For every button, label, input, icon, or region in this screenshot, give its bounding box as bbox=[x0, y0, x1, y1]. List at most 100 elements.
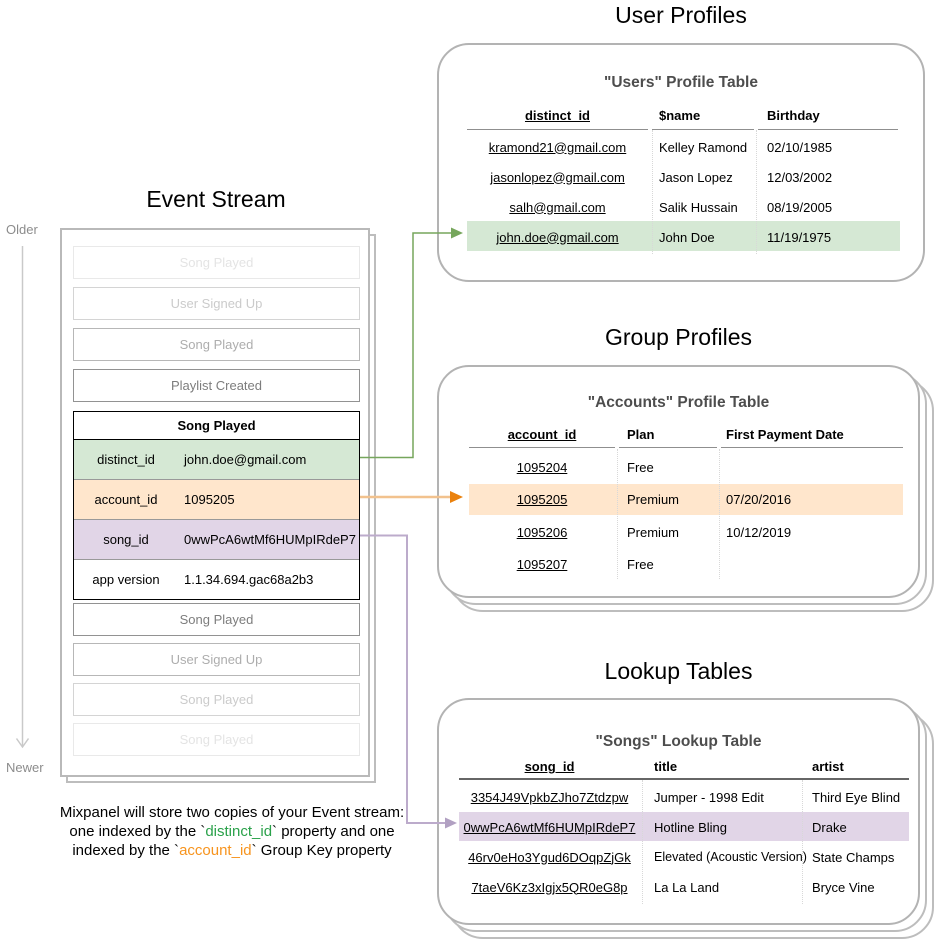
focused-event-name: Song Played bbox=[74, 412, 359, 440]
cell-account-id: 1095207 bbox=[516, 557, 568, 572]
cell-distinct-id: salh@gmail.com bbox=[509, 199, 606, 215]
caption-line3-post: ` Group Key property bbox=[251, 842, 392, 859]
event-box-label: User Signed Up bbox=[170, 296, 263, 311]
column-header: artist bbox=[812, 759, 844, 774]
property-key: distinct_id bbox=[97, 452, 155, 467]
event-property-row: song_id 0wwPcA6wtMf6HUMpIRdeP7 bbox=[74, 520, 359, 560]
cell-name: Jason Lopez bbox=[659, 169, 733, 185]
songs-highlighted-row-bg bbox=[459, 812, 909, 841]
cell-song-id: 7taeV6Kz3xIgjx5QR0eG8p bbox=[471, 879, 628, 895]
cell-plan: Premium bbox=[627, 525, 680, 540]
cell-distinct-id: kramond21@gmail.com bbox=[488, 139, 627, 155]
column-divider bbox=[617, 449, 618, 579]
event-box: User Signed Up bbox=[73, 643, 360, 676]
cell-artist: State Champs bbox=[812, 849, 895, 865]
cell-song-id: 3354J49VpkbZJho7Ztdzpw bbox=[470, 789, 629, 805]
cell-distinct-id: john.doe@gmail.com bbox=[496, 229, 619, 245]
column-header: account_id bbox=[469, 427, 615, 448]
cell-payment-date: 07/20/2016 bbox=[726, 492, 792, 507]
event-box: Song Played bbox=[73, 723, 360, 756]
event-box-label: Song Played bbox=[179, 337, 254, 352]
cell-birthday: 08/19/2005 bbox=[767, 199, 833, 215]
cell-song-id: 46rv0eHo3Ygud6DOqpZjGk bbox=[468, 849, 631, 865]
accounts-table-title: "Accounts" Profile Table bbox=[587, 394, 770, 411]
users-table-header: distinct_id $name Birthday bbox=[467, 108, 898, 130]
cell-payment-date: 10/12/2019 bbox=[726, 525, 792, 540]
event-box: Song Played bbox=[73, 246, 360, 279]
property-key: account_id bbox=[94, 492, 158, 507]
event-property-row: app version 1.1.34.694.gac68a2b3 bbox=[74, 560, 359, 599]
cell-plan: Free bbox=[627, 460, 654, 475]
lookup-tables-title: Lookup Tables bbox=[604, 658, 753, 684]
event-property-row: distinct_id john.doe@gmail.com bbox=[74, 440, 359, 480]
timeline-arrowhead-icon bbox=[15, 738, 30, 749]
cell-name: Kelley Ramond bbox=[659, 139, 748, 155]
column-divider bbox=[652, 130, 653, 254]
table-row: 1095204 Free bbox=[469, 452, 903, 483]
newer-label: Newer bbox=[6, 760, 44, 775]
column-divider bbox=[756, 130, 757, 254]
caption-line2-pre: one indexed by the ` bbox=[69, 823, 206, 840]
cell-title: La La Land bbox=[654, 879, 720, 895]
focused-event-card: Song Played distinct_id john.doe@gmail.c… bbox=[73, 411, 360, 600]
songs-header-rule bbox=[459, 778, 909, 780]
cell-title: Jumper - 1998 Edit bbox=[654, 789, 764, 805]
property-key: song_id bbox=[103, 532, 149, 547]
users-highlighted-row-bg bbox=[467, 221, 900, 251]
cell-plan: Premium bbox=[627, 492, 680, 507]
caption-distinct-id-code: distinct_id bbox=[205, 823, 273, 840]
table-row: jasonlopez@gmail.com Jason Lopez 12/03/2… bbox=[467, 162, 898, 192]
caption-line2-post: ` property and one bbox=[272, 823, 395, 840]
cell-distinct-id: jasonlopez@gmail.com bbox=[490, 169, 625, 185]
cell-name: John Doe bbox=[659, 229, 715, 245]
older-label: Older bbox=[6, 222, 38, 237]
cell-account-id: 1095206 bbox=[516, 525, 568, 540]
event-box: User Signed Up bbox=[73, 287, 360, 320]
table-row-highlighted: 1095205 Premium 07/20/2016 bbox=[469, 484, 903, 515]
column-header: distinct_id bbox=[467, 108, 648, 130]
songs-table-header: song_id title artist bbox=[459, 759, 909, 777]
table-row: 3354J49VpkbZJho7Ztdzpw Jumper - 1998 Edi… bbox=[459, 782, 909, 812]
event-property-row: account_id 1095205 bbox=[74, 480, 359, 520]
cell-artist: Drake bbox=[812, 819, 847, 835]
caption-line1: Mixpanel will store two copies of your E… bbox=[59, 804, 405, 821]
caption-account-id-code: account_id bbox=[179, 842, 252, 859]
event-box-label: Playlist Created bbox=[170, 378, 263, 393]
accounts-table-header: account_id Plan First Payment Date bbox=[469, 427, 903, 448]
column-divider bbox=[642, 780, 643, 904]
users-profile-card: "Users" Profile Table distinct_id $name … bbox=[437, 43, 925, 282]
table-row-highlighted: 0wwPcA6wtMf6HUMpIRdeP7 Hotline Bling Dra… bbox=[459, 812, 909, 842]
column-header: First Payment Date bbox=[721, 427, 903, 448]
cell-song-id: 0wwPcA6wtMf6HUMpIRdeP7 bbox=[463, 819, 636, 835]
cell-title: Elevated (Acoustic Version) bbox=[654, 850, 807, 864]
group-profiles-title: Group Profiles bbox=[604, 324, 752, 350]
cell-title: Hotline Bling bbox=[654, 819, 727, 835]
column-header: title bbox=[654, 759, 678, 774]
table-row: kramond21@gmail.com Kelley Ramond 02/10/… bbox=[467, 132, 898, 162]
cell-artist: Bryce Vine bbox=[812, 879, 875, 895]
table-row: 1095206 Premium 10/12/2019 bbox=[469, 517, 903, 548]
property-value: 0wwPcA6wtMf6HUMpIRdeP7 bbox=[184, 532, 356, 547]
property-key: app version bbox=[92, 572, 160, 587]
column-header: Plan bbox=[619, 427, 717, 448]
column-header: $name bbox=[652, 108, 754, 130]
column-divider bbox=[719, 449, 720, 579]
table-row: 1095207 Free bbox=[469, 549, 903, 580]
user-profiles-title: User Profiles bbox=[615, 2, 747, 28]
caption-line3-pre: indexed by the ` bbox=[72, 842, 180, 859]
songs-lookup-card: "Songs" Lookup Table song_id title artis… bbox=[437, 698, 920, 925]
cell-plan: Free bbox=[627, 557, 654, 572]
column-header: Birthday bbox=[758, 108, 898, 130]
cell-birthday: 12/03/2002 bbox=[767, 169, 833, 185]
property-value: john.doe@gmail.com bbox=[184, 452, 307, 467]
event-box: Playlist Created bbox=[73, 369, 360, 402]
cell-birthday: 02/10/1985 bbox=[767, 139, 833, 155]
cell-account-id: 1095204 bbox=[516, 460, 568, 475]
table-row: 46rv0eHo3Ygud6DOqpZjGk Elevated (Acousti… bbox=[459, 842, 909, 872]
table-row: 7taeV6Kz3xIgjx5QR0eG8p La La Land Bryce … bbox=[459, 872, 909, 902]
column-divider bbox=[802, 780, 803, 904]
event-box-label: User Signed Up bbox=[170, 652, 263, 667]
cell-artist: Third Eye Blind bbox=[812, 789, 901, 805]
cell-account-id: 1095205 bbox=[516, 492, 568, 507]
